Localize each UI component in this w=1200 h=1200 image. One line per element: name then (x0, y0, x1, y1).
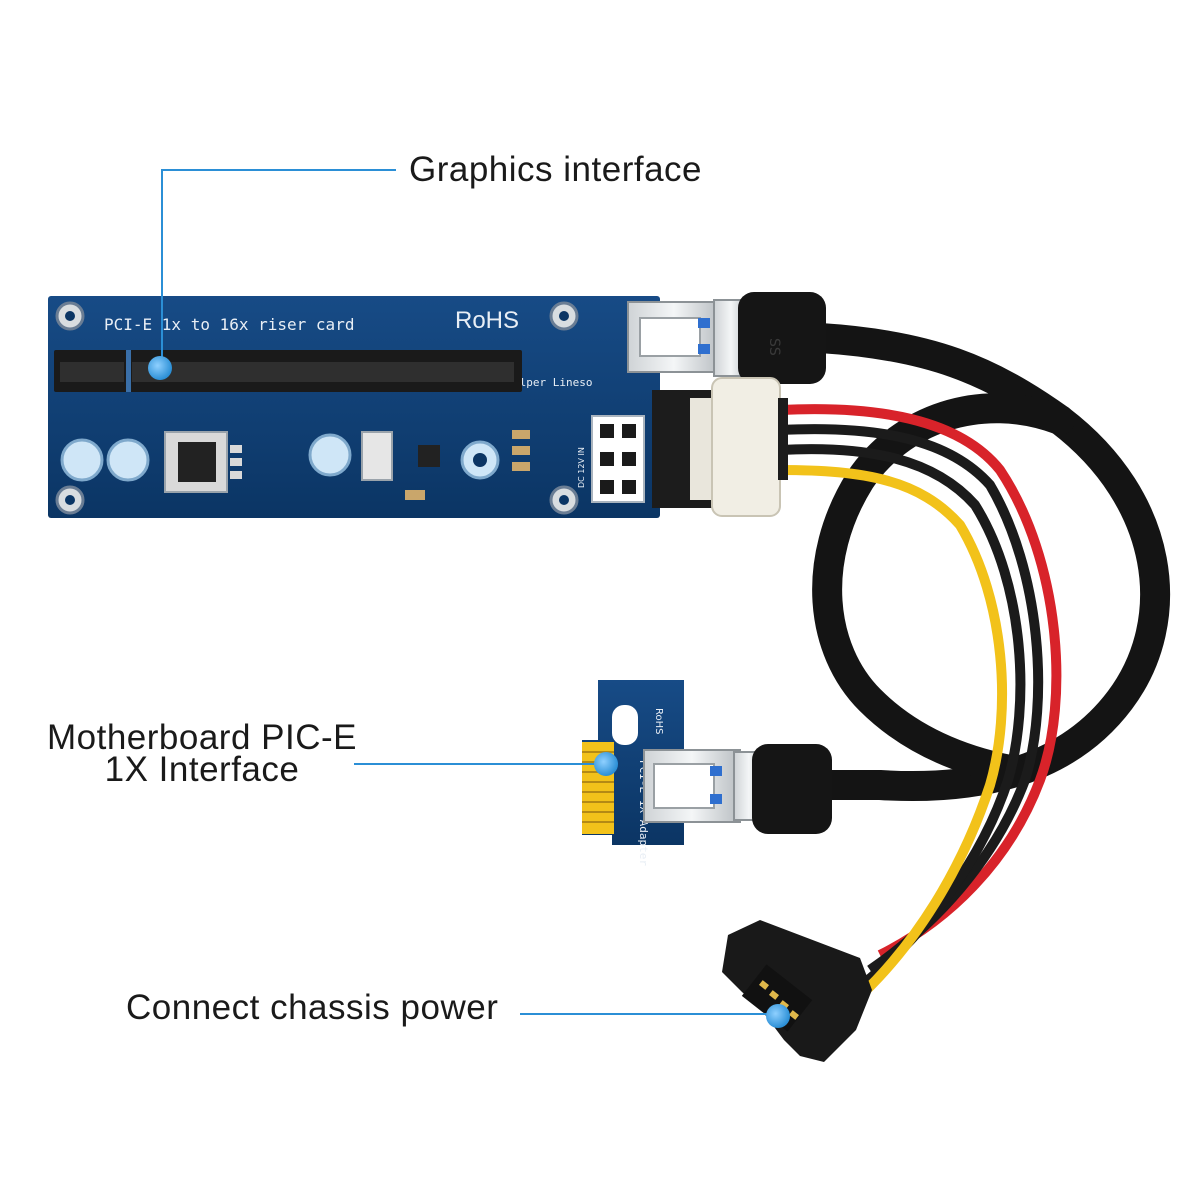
callout-power (520, 1004, 790, 1028)
rohs-mark: RoHS (455, 307, 519, 334)
callout-graphics (148, 169, 396, 380)
callout-motherboard (354, 752, 618, 776)
molex-connector (652, 377, 788, 517)
pcie-6pin-header (591, 415, 645, 503)
sata-power-connector (722, 920, 872, 1062)
chassis-power-label: Connect chassis power (126, 988, 499, 1027)
usb-port-adapter (643, 749, 741, 823)
riser-board: PCI-E 1x to 16x riser card RoHS elper Li… (48, 296, 660, 518)
motherboard-interface-label: Motherboard PIC-E 1X Interface (46, 718, 358, 789)
usb-port-main (627, 301, 721, 373)
usb-ss-logo: SS (766, 338, 782, 356)
capacitors (60, 433, 500, 482)
power-wires (779, 404, 1062, 1002)
graphics-interface-label: Graphics interface (409, 150, 703, 189)
motherboard-label-line1: Motherboard PIC-E (46, 718, 358, 757)
callout-dot-power (766, 1004, 790, 1028)
usb-cable-loop (812, 393, 1075, 785)
dc-label: DC 12V IN (577, 447, 586, 488)
motherboard-label-line2: 1X Interface (104, 750, 300, 789)
usb-plug-main: SS (713, 292, 826, 384)
callout-dot-graphics (148, 356, 172, 380)
adapter-rohs: RoHS (653, 708, 664, 734)
maker-mark: elper Lineso (513, 376, 592, 389)
riser-title-text: PCI-E 1x to 16x riser card (104, 315, 354, 334)
usb-plug-adapter (733, 744, 832, 834)
callout-dot-motherboard (594, 752, 618, 776)
